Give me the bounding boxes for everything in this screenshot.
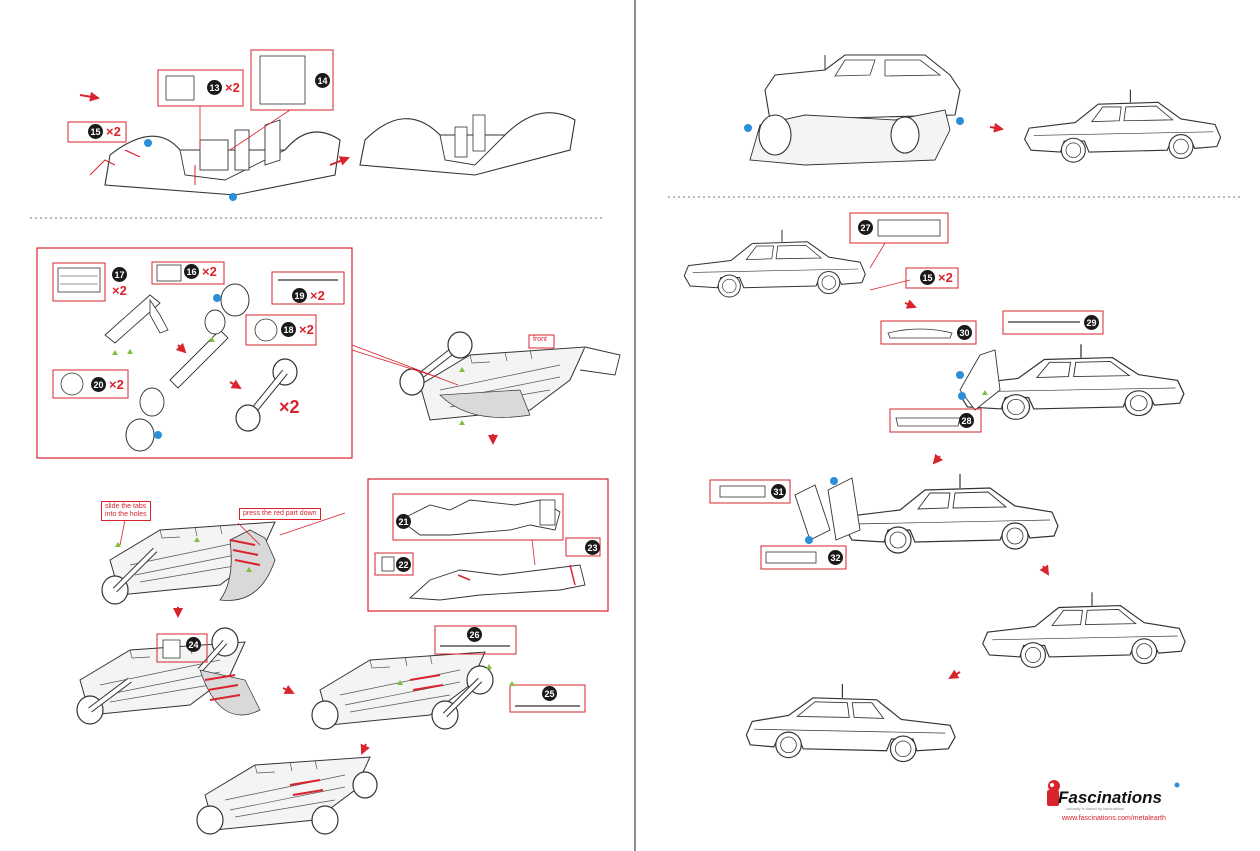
fascinations-logo-mark — [1047, 780, 1060, 806]
part-23-label: 23 — [585, 540, 600, 555]
chassis-final — [196, 756, 378, 835]
brand-url[interactable]: www.fascinations.com/metalearth — [1062, 815, 1166, 822]
axle-assembled — [235, 358, 298, 432]
car-result-1 — [1024, 88, 1222, 163]
part-30-label: 30 — [957, 325, 972, 340]
part-31-label: 31 — [771, 484, 786, 499]
slide-tabs-note: slide the tabs into the holes — [101, 501, 151, 521]
car-body-insert-chassis — [749, 54, 961, 166]
part-24-label: 24 — [186, 637, 201, 652]
chassis-step-main — [101, 521, 276, 605]
part-15-label: 15×2 — [88, 124, 121, 139]
part-29-label: 29 — [1084, 315, 1099, 330]
front-note: front — [533, 336, 548, 343]
chassis-step-25-26 — [311, 651, 494, 730]
part-20-label: 20×2 — [91, 377, 124, 392]
car-final — [745, 683, 956, 763]
part-17-label: 17×2 — [112, 267, 127, 298]
axle-exploded — [104, 283, 250, 452]
part-16-label: 16×2 — [184, 264, 217, 279]
logo-sparkle — [1174, 782, 1180, 788]
part-14-label: 14 — [315, 73, 330, 88]
part-19-label: 19×2 — [292, 288, 325, 303]
car-step-31-32 — [844, 473, 1059, 554]
part-28-label: 28 — [959, 413, 974, 428]
body-shell-result — [359, 112, 576, 176]
part-21-label: 21 — [396, 514, 411, 529]
part-26-label: 26 — [467, 627, 482, 642]
part-13-label: 13×2 — [207, 80, 240, 95]
part-18-label: 18×2 — [281, 322, 314, 337]
part-27-label: 27 — [858, 220, 873, 235]
press-red-note: press the red part down — [239, 508, 321, 520]
body-shell-assembly — [89, 119, 341, 196]
part-22-label: 22 — [396, 557, 411, 572]
part-32-label: 32 — [828, 550, 843, 565]
car-result-2 — [982, 591, 1186, 668]
car-step-27 — [683, 229, 866, 298]
brand-tagline: curiosity is fueled by fascinations — [1066, 806, 1125, 811]
part-15b-label: 15×2 — [920, 270, 953, 285]
axle-multiplier: ×2 — [279, 397, 300, 417]
chassis-with-axle — [399, 331, 621, 421]
chassis-step-24 — [76, 627, 261, 725]
part-25-label: 25 — [542, 686, 557, 701]
car-step-28-30 — [959, 343, 1185, 420]
brand-name: Fascinations — [1058, 788, 1162, 807]
